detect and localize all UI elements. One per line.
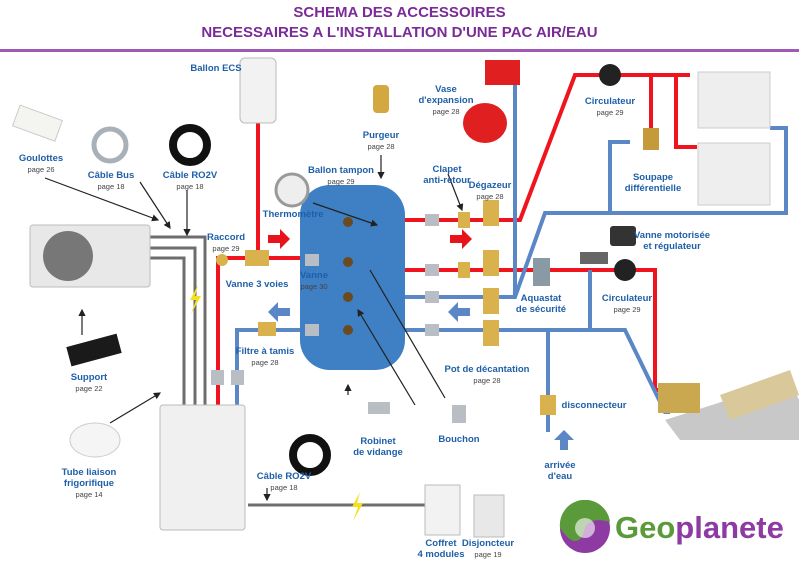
flow-arrow-cold-1 <box>268 302 290 322</box>
fan-icon <box>43 231 93 281</box>
buffer-tank <box>300 185 405 370</box>
flow-arrow-cold-2 <box>448 302 470 322</box>
support-block <box>66 333 122 367</box>
label-bouchon: Bouchon <box>438 434 480 445</box>
circulator-pump-top <box>599 64 621 86</box>
refrigerant-tube-coil <box>69 422 121 458</box>
radiator-1 <box>697 71 771 129</box>
cables <box>150 235 460 507</box>
ro2v-cable-coil-2 <box>289 434 331 476</box>
expansion-manifold <box>485 60 520 85</box>
label-vanne-3-voies: Vanne 3 voies <box>225 279 289 290</box>
distribution-box <box>424 484 461 536</box>
motorized-valve <box>580 252 608 264</box>
flow-arrow-hot-1 <box>268 229 290 249</box>
motorized-valve-controller <box>610 226 636 246</box>
ecs-tank <box>239 57 277 124</box>
logo-swirl-icon <box>559 500 610 553</box>
water-inlet-arrow <box>554 430 574 450</box>
ro2v-cable-coil <box>169 124 211 166</box>
circuit-breaker <box>473 494 505 538</box>
differential-valve <box>643 128 659 150</box>
lightning-icon-2 <box>352 492 363 521</box>
radiator-2 <box>697 142 771 206</box>
flow-arrow-hot-2 <box>450 229 472 249</box>
circulator-pump-bottom <box>614 259 636 281</box>
logo-text-planete: planete <box>675 509 784 545</box>
title-rule <box>0 49 799 52</box>
indoor-unit <box>159 404 246 531</box>
expansion-vessel <box>463 103 507 143</box>
air-vent <box>373 85 389 113</box>
manifold <box>658 383 700 413</box>
lightning-icon <box>190 285 201 314</box>
cable-trunking <box>11 104 64 142</box>
bus-cable-coil <box>91 126 129 164</box>
label-ballon-ecs: Ballon ECS <box>190 63 242 74</box>
ball-valves <box>211 214 466 423</box>
label-disconnecteur: disconnecteur <box>561 400 627 411</box>
title-line-2: NECESSAIRES A L'INSTALLATION D'UNE PAC A… <box>201 24 598 41</box>
label-thermometre: Thermomètre <box>262 209 324 220</box>
aquastat <box>533 258 550 286</box>
pointer-arrows <box>44 155 464 502</box>
title-line-1: SCHEMA DES ACCESSOIRES <box>293 4 506 21</box>
logo-text-geo: Geo <box>615 509 676 545</box>
valves <box>216 200 556 415</box>
thermometer <box>274 172 310 208</box>
